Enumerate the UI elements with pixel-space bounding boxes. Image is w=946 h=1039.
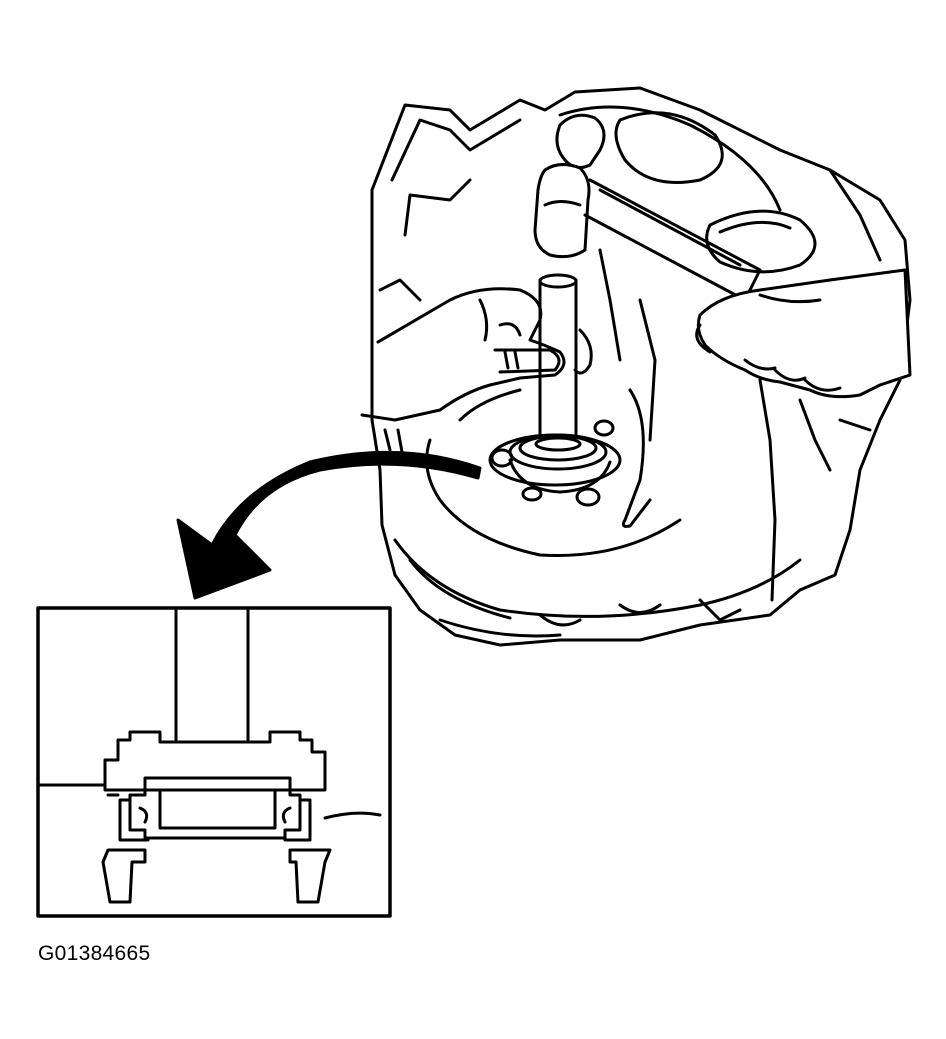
figure-id-label: G01384665 [38,942,151,965]
hammer [535,115,760,300]
press-tool [540,275,591,440]
callout-arrow [178,452,480,598]
oil-seal [490,421,620,505]
detail-inset [38,608,390,916]
left-hand [362,289,564,420]
transmission-case [372,88,910,645]
right-hand [623,270,910,526]
